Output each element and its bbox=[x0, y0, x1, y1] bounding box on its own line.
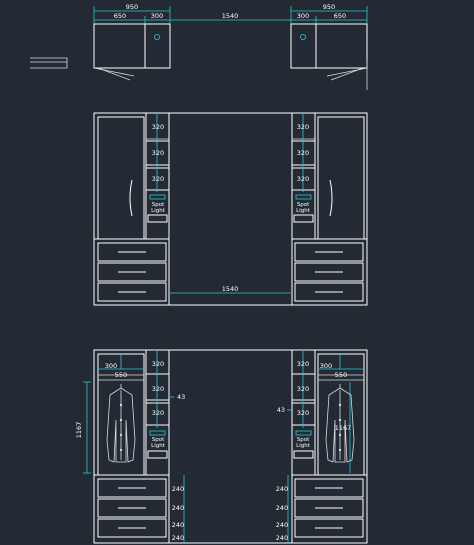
shelf-gap-label: 320 bbox=[297, 385, 309, 393]
spot-light-label: Light bbox=[296, 443, 311, 449]
top-plan-view: 950 650 300 1540 300 650 950 bbox=[30, 3, 368, 90]
drawer-gap-label: 240 bbox=[276, 485, 288, 493]
knob-icon bbox=[153, 34, 160, 41]
handle-icon bbox=[329, 179, 333, 217]
spot-light-icon bbox=[149, 194, 166, 200]
drawer-gap-label: 240 bbox=[172, 485, 184, 493]
handle-icon bbox=[129, 179, 133, 217]
coat-icon bbox=[325, 384, 355, 463]
elevation-view-1: 320 320 320 Spot Light 320 320 320 Spot … bbox=[93, 112, 368, 306]
dim-left-b: 300 bbox=[151, 12, 163, 20]
spot-light-label: Light bbox=[151, 443, 166, 449]
knob-icon bbox=[299, 34, 306, 41]
dim-left-a: 650 bbox=[114, 12, 126, 20]
shelf-gap-label: 320 bbox=[297, 409, 309, 417]
dim-overall-right: 950 bbox=[323, 3, 335, 11]
hang-height-label: 1167 bbox=[75, 422, 83, 439]
shelf-gap-label: 320 bbox=[152, 175, 164, 183]
socket-icon bbox=[147, 214, 168, 223]
spot-light-label: Spot bbox=[297, 202, 310, 208]
drawer-gap-label: 240 bbox=[276, 534, 288, 542]
spot-light-icon bbox=[295, 430, 312, 436]
shelf-gap-label: 320 bbox=[297, 360, 309, 368]
top-width-label: 550 bbox=[115, 371, 127, 379]
drawer-gap-label: 240 bbox=[172, 534, 184, 542]
dim-right-b: 650 bbox=[334, 12, 346, 20]
shelf-gap-label: 320 bbox=[297, 123, 309, 131]
spot-light-icon bbox=[295, 194, 312, 200]
small-gap-label: 43 bbox=[177, 393, 185, 401]
socket-icon bbox=[293, 214, 314, 223]
socket-icon bbox=[293, 450, 314, 459]
drawer-gap-label: 240 bbox=[172, 521, 184, 529]
drawer-gap-label: 240 bbox=[172, 504, 184, 512]
spot-light-label: Spot bbox=[152, 202, 165, 208]
hang-height-label: 1167 bbox=[335, 424, 352, 432]
spot-light-label: Light bbox=[151, 208, 166, 214]
top-depth-label: 300 bbox=[105, 362, 117, 370]
socket-icon bbox=[147, 450, 168, 459]
bottom-width-label: 1540 bbox=[222, 285, 239, 293]
spot-light-label: Spot bbox=[152, 437, 165, 443]
dim-overall-left: 950 bbox=[126, 3, 138, 11]
spot-light-label: Light bbox=[296, 208, 311, 214]
top-width-label: 550 bbox=[335, 371, 347, 379]
drawer-gap-label: 240 bbox=[276, 521, 288, 529]
shelf-gap-label: 320 bbox=[152, 123, 164, 131]
spot-light-icon bbox=[149, 430, 166, 436]
dim-middle: 1540 bbox=[222, 12, 239, 20]
shelf-gap-label: 320 bbox=[152, 385, 164, 393]
shelf-gap-label: 320 bbox=[152, 409, 164, 417]
dim-right-a: 300 bbox=[297, 12, 309, 20]
coat-icon bbox=[106, 384, 136, 463]
shelf-gap-label: 320 bbox=[152, 360, 164, 368]
top-depth-label: 300 bbox=[320, 362, 332, 370]
shelf-gap-label: 320 bbox=[152, 149, 164, 157]
elevation-view-2: 300 550 1167 320 320 320 43 Spot Light bbox=[75, 349, 368, 544]
small-gap-label: 43 bbox=[277, 406, 285, 414]
drawer-gap-label: 240 bbox=[276, 504, 288, 512]
shelf-gap-label: 320 bbox=[297, 175, 309, 183]
shelf-gap-label: 320 bbox=[297, 149, 309, 157]
spot-light-label: Spot bbox=[297, 437, 310, 443]
